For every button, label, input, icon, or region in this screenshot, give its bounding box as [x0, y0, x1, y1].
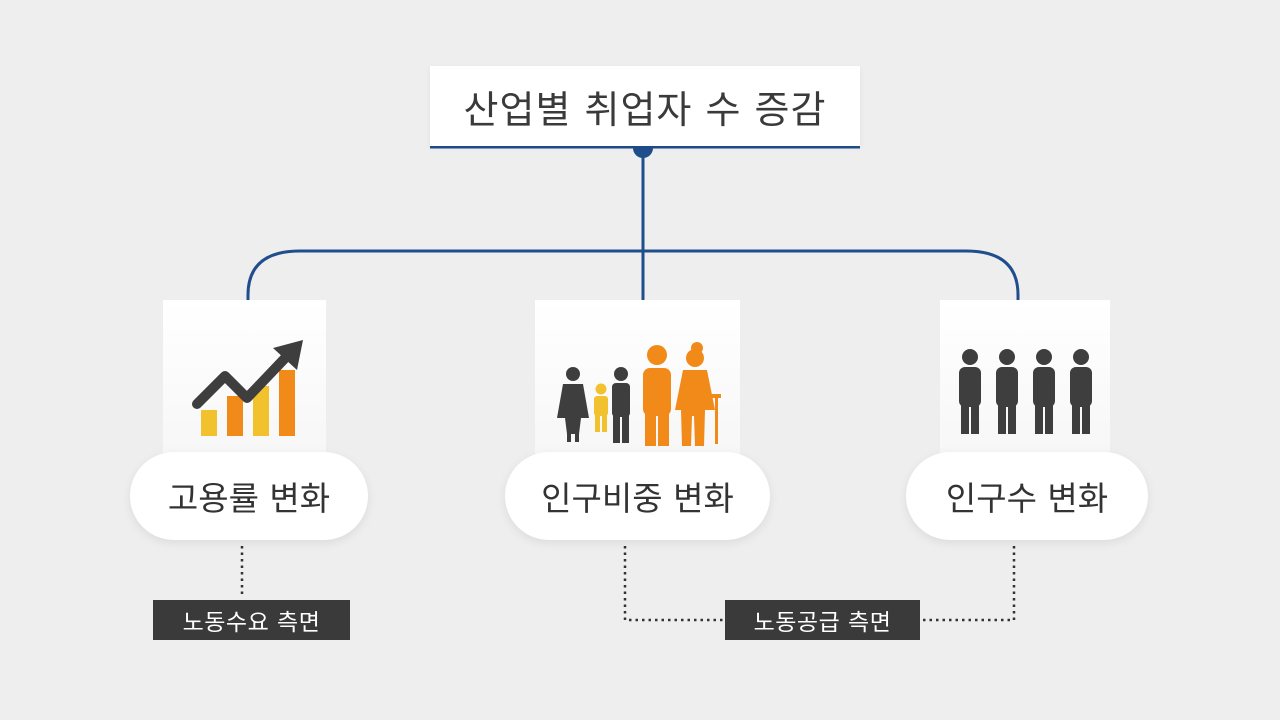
diagram-title: 산업별 취업자 수 증감	[463, 87, 827, 132]
labor-supply-tag: 노동공급 측면	[725, 600, 920, 640]
employment-rate-label-box: 고용률 변화	[130, 452, 368, 540]
trending-up-bar-chart-icon	[192, 340, 303, 436]
employment-rate-icon-card	[163, 300, 326, 470]
labor-supply-label: 노동공급 측면	[753, 610, 892, 636]
title-box: 산업별 취업자 수 증감	[430, 66, 860, 146]
employment-rate-label: 고용률 변화	[167, 479, 331, 518]
branch-line	[246, 249, 1020, 304]
population-count-label-box: 인구수 변화	[906, 452, 1148, 540]
labor-demand-label: 노동수요 측면	[182, 610, 321, 636]
population-share-label-box: 인구비중 변화	[505, 452, 770, 540]
population-count-label: 인구수 변화	[945, 479, 1109, 518]
population-count-icon-card	[940, 300, 1110, 470]
labor-demand-tag: 노동수요 측면	[153, 600, 350, 640]
population-share-icon-card	[535, 300, 740, 470]
family-age-groups-icon	[557, 342, 721, 446]
population-share-label: 인구비중 변화	[541, 479, 734, 518]
supply-dotted-line-left	[623, 546, 728, 622]
supply-dotted-line-right	[920, 546, 1016, 622]
people-group-icon	[959, 349, 1092, 434]
